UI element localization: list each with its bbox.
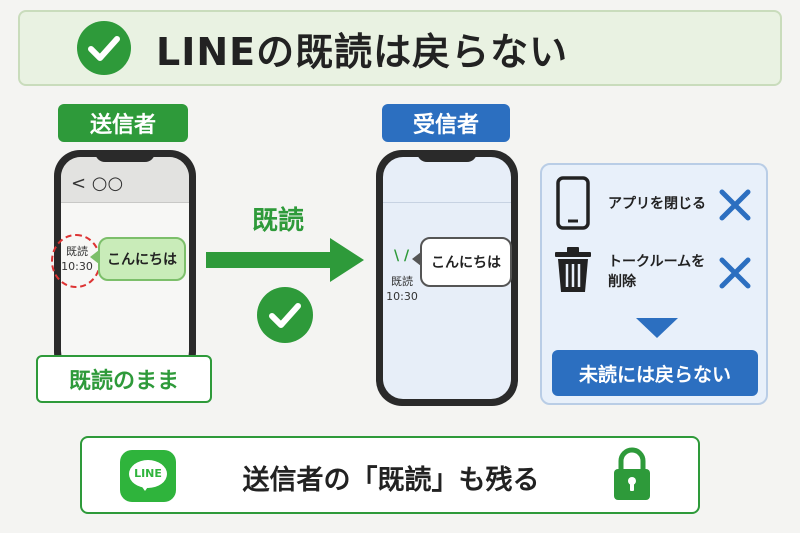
line-logo-icon: LINE xyxy=(120,450,176,502)
bottom-statement-box xyxy=(80,436,700,514)
read-status-text: 既読 xyxy=(391,275,413,288)
delete-room-label-line1: トークルームを xyxy=(608,254,706,270)
smartphone-icon xyxy=(556,176,590,230)
chat-header xyxy=(383,157,511,203)
read-time-text: 10:30 xyxy=(61,260,93,273)
chat-header: < ○○ xyxy=(61,157,189,203)
read-status-text: 既読 xyxy=(66,245,88,258)
result-banner: 未読には戻らない xyxy=(552,350,758,396)
title-banner: LINEの既読は戻らない xyxy=(18,10,782,86)
read-time-text: 10:30 xyxy=(386,290,418,303)
check-circle-icon xyxy=(77,21,131,75)
bottom-statement: 送信者の「既読」も残る xyxy=(242,465,540,496)
x-mark-icon xyxy=(719,257,751,289)
sender-read-status: 既読 10:30 xyxy=(54,244,100,274)
phone-notch xyxy=(95,150,155,162)
line-logo-tail xyxy=(140,484,150,491)
receiver-read-status: 既読 10:30 xyxy=(384,274,420,304)
delete-room-label-line2: 削除 xyxy=(608,274,636,290)
line-logo-text: LINE xyxy=(134,467,162,480)
sender-label: 送信者 xyxy=(58,104,188,142)
delete-room-label: トークルームを 削除 xyxy=(608,252,705,292)
chat-header-title: < ○○ xyxy=(71,173,124,194)
down-arrow-icon xyxy=(636,318,678,338)
receiver-message-bubble: こんにちは xyxy=(420,237,512,287)
trash-icon xyxy=(555,247,591,292)
receiver-label: 受信者 xyxy=(382,104,510,142)
check-circle-icon xyxy=(257,287,313,343)
still-read-caption: 既読のまま xyxy=(36,355,212,403)
page-title: LINEの既読は戻らない xyxy=(156,29,569,74)
x-mark-icon xyxy=(719,189,751,221)
close-app-label: アプリを閉じる xyxy=(608,196,706,212)
read-ticks-icon: \ / xyxy=(394,248,410,264)
right-arrow-icon xyxy=(206,238,364,282)
phone-notch xyxy=(417,150,477,162)
line-logo-bubble xyxy=(129,460,167,488)
arrow-label: 既読 xyxy=(252,206,305,236)
bubble-tail xyxy=(412,252,421,266)
bubble-tail xyxy=(90,250,99,264)
lock-icon xyxy=(614,447,650,500)
sender-message-bubble: こんにちは xyxy=(98,237,186,281)
